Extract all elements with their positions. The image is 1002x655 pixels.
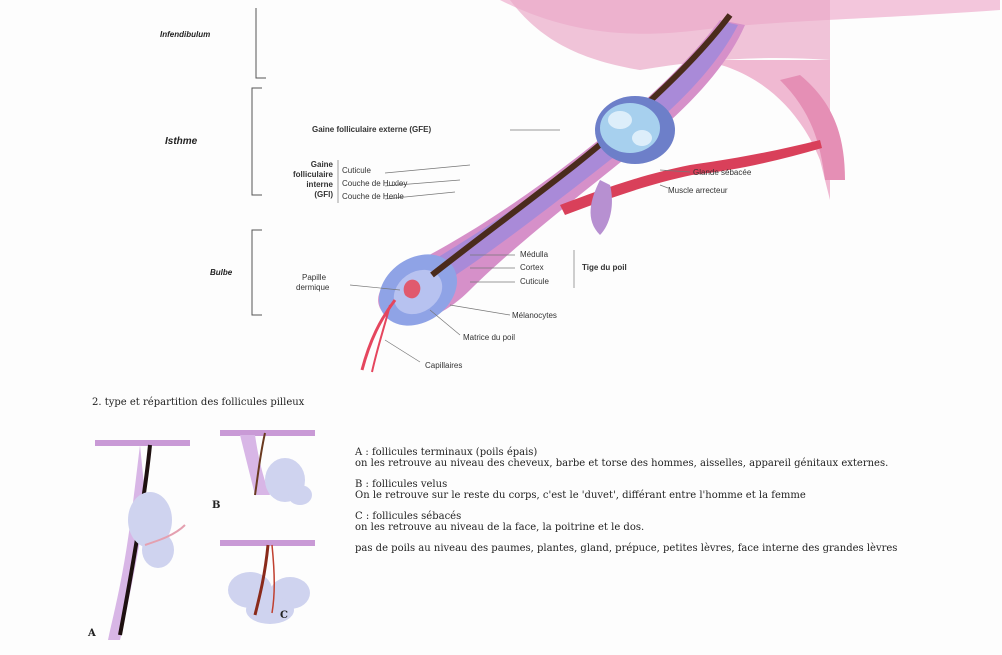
desc-a-text: on les retrouve au niveau des cheveux, b…	[355, 458, 955, 469]
desc-c-text: on les retrouve au niveau de la face, la…	[355, 522, 955, 533]
medulla-label: Médulla	[520, 250, 548, 260]
gfi-label-1: Gaine	[285, 160, 333, 170]
gfi-label-2: folliculaire	[285, 170, 333, 180]
desc-b-title: B : follicules velus	[355, 479, 955, 490]
gfi-label-3: interne	[285, 180, 333, 190]
bulbe-label: Bulbe	[210, 268, 232, 278]
figure-letter-b: B	[212, 500, 220, 511]
desc-a: A : follicules terminaux (poils épais) o…	[355, 447, 955, 469]
cortex-label: Cortex	[520, 263, 544, 273]
section-title: 2. type et répartition des follicules pi…	[92, 397, 304, 408]
desc-a-title: A : follicules terminaux (poils épais)	[355, 447, 955, 458]
desc-note: pas de poils au niveau des paumes, plant…	[355, 543, 955, 554]
henle-label: Couche de Henle	[342, 192, 404, 202]
tige-label: Tige du poil	[582, 263, 627, 273]
huxley-label: Couche de Huxley	[342, 179, 407, 189]
desc-note-text: pas de poils au niveau des paumes, plant…	[355, 543, 955, 554]
papille-label-2: dermique	[296, 283, 329, 293]
follicle-descriptions: A : follicules terminaux (poils épais) o…	[355, 447, 955, 564]
melanocytes-label: Mélanocytes	[512, 311, 557, 321]
region-brackets	[252, 8, 266, 315]
figure-letter-c: C	[280, 610, 288, 621]
desc-c: C : follicules sébacés on les retrouve a…	[355, 511, 955, 533]
cuticule-tige-label: Cuticule	[520, 277, 549, 287]
isthme-label: Isthme	[165, 137, 197, 147]
matrice-label: Matrice du poil	[463, 333, 515, 343]
follicle-b	[220, 430, 315, 505]
sebaceous-gland	[595, 96, 675, 164]
glande-label: Glande sébacée	[693, 168, 751, 178]
figure-letter-a: A	[88, 628, 96, 639]
cuticule-gfi-label: Cuticule	[342, 166, 371, 176]
muscle-label: Muscle arrecteur	[668, 186, 728, 196]
capillaires-label: Capillaires	[425, 361, 462, 371]
gfe-label: Gaine folliculaire externe (GFE)	[312, 125, 431, 135]
follicle-a	[95, 440, 190, 640]
papille-label-1: Papille	[302, 273, 326, 283]
gfi-label-4: (GFI)	[285, 190, 333, 200]
desc-b: B : follicules velus On le retrouve sur …	[355, 479, 955, 501]
desc-b-text: On le retrouve sur le reste du corps, c'…	[355, 490, 955, 501]
desc-c-title: C : follicules sébacés	[355, 511, 955, 522]
follicle-c	[220, 540, 315, 624]
infundibulum-label: Infendibulum	[160, 30, 210, 40]
